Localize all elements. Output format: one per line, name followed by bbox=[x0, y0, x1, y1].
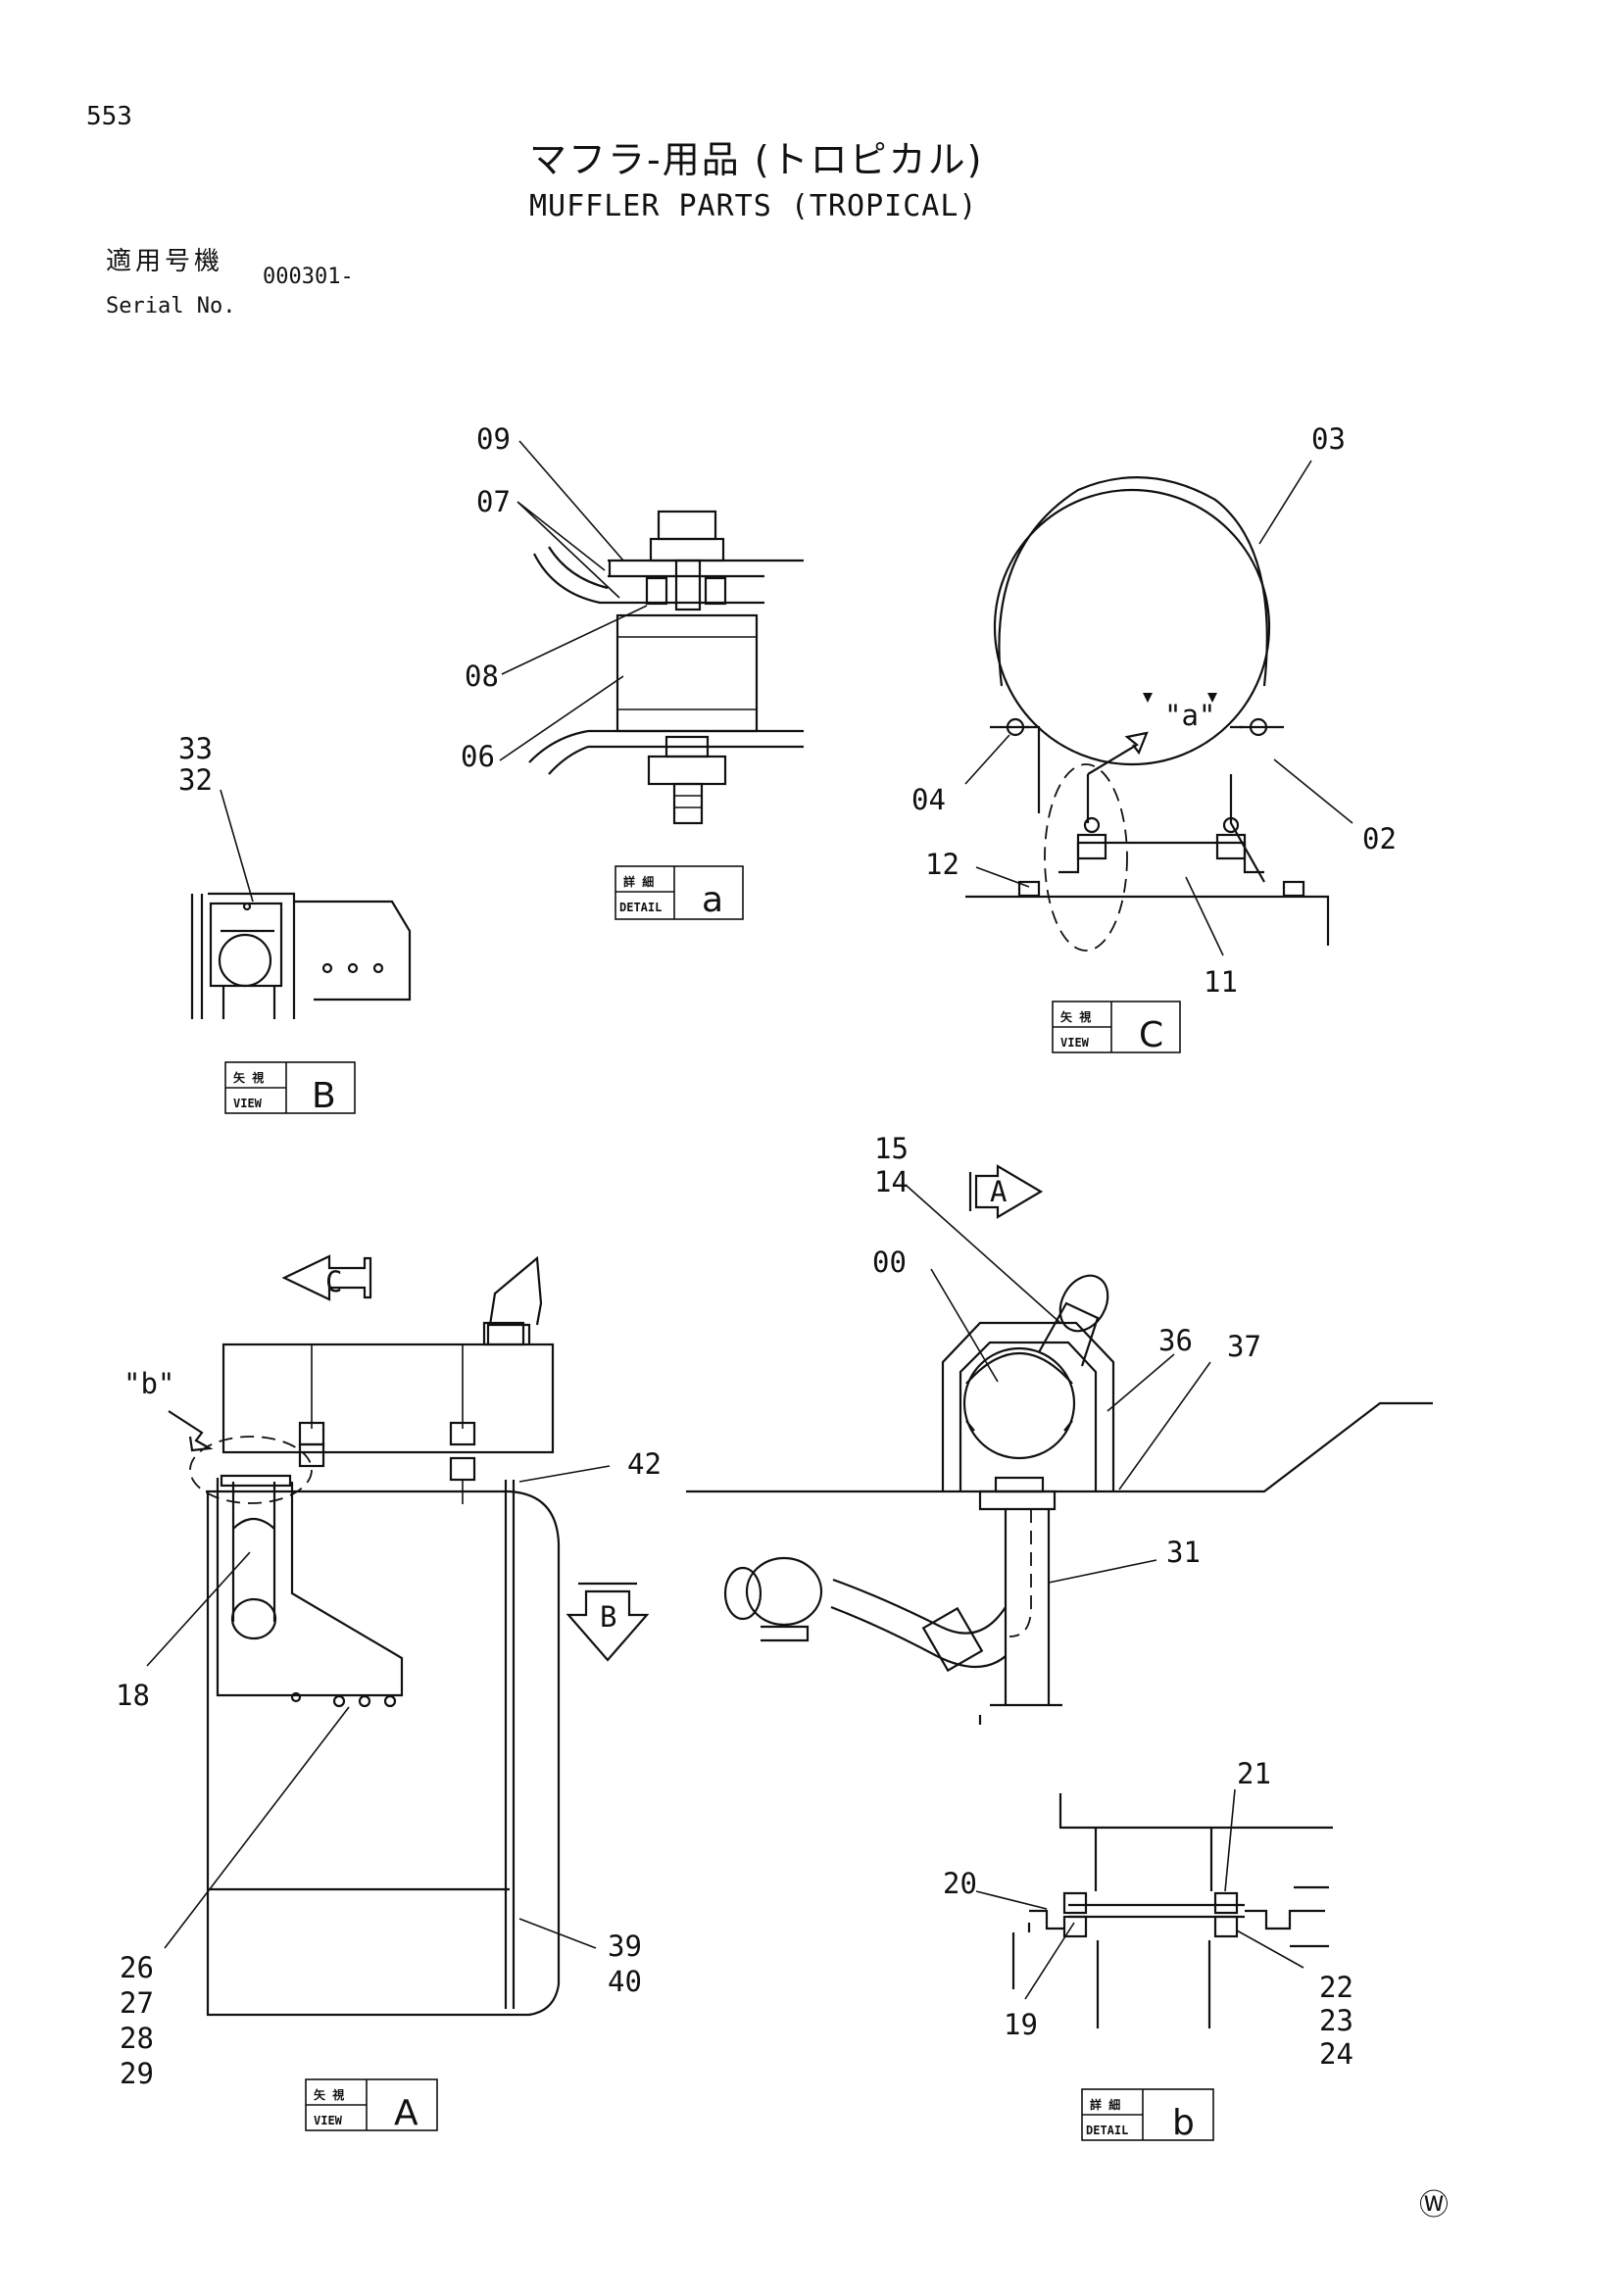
label-box-view-c-jp: 矢 視 bbox=[1060, 1009, 1091, 1024]
title-english: MUFFLER PARTS (TROPICAL) bbox=[529, 189, 978, 223]
callout-22: 22 bbox=[1319, 1971, 1353, 2004]
callout-04: 04 bbox=[911, 783, 946, 816]
callout-12: 12 bbox=[925, 848, 959, 881]
arrow-b bbox=[566, 1582, 650, 1662]
label-box-view-c-en: VIEW bbox=[1060, 1036, 1090, 1050]
callout-20: 20 bbox=[943, 1867, 977, 1900]
callout-labels: 09 07 08 06 03 04 02 12 11 33 32 15 14 0… bbox=[116, 422, 1397, 2090]
serial-value: 000301- bbox=[263, 265, 354, 289]
callout-14: 14 bbox=[874, 1165, 909, 1198]
arrow-c bbox=[281, 1254, 372, 1301]
callout-26: 26 bbox=[120, 1951, 154, 1984]
arrow-a bbox=[968, 1164, 1044, 1219]
label-box-view-a-en: VIEW bbox=[314, 2114, 343, 2127]
label-box-view-a-jp: 矢 視 bbox=[314, 2087, 344, 2102]
callout-02: 02 bbox=[1362, 822, 1397, 855]
label-box-view-a-letter: A bbox=[394, 2093, 418, 2133]
label-box-detail-b-letter: b bbox=[1172, 2103, 1195, 2143]
callout-21: 21 bbox=[1237, 1757, 1271, 1790]
callout-00: 00 bbox=[872, 1246, 907, 1279]
callout-37: 37 bbox=[1227, 1330, 1261, 1363]
label-box-detail-a: 詳 細 DETAIL a bbox=[615, 865, 744, 920]
callout-07: 07 bbox=[476, 485, 511, 518]
detail-b-drawing bbox=[1011, 1793, 1333, 2028]
label-box-view-c: 矢 視 VIEW C bbox=[1052, 1001, 1181, 1055]
label-box-detail-a-jp: 詳 細 bbox=[623, 874, 654, 889]
label-box-view-a: 矢 視 VIEW A bbox=[305, 2078, 438, 2133]
label-box-detail-b: 詳 細 DETAIL b bbox=[1081, 2088, 1214, 2143]
callout-15: 15 bbox=[874, 1132, 909, 1165]
callout-08: 08 bbox=[465, 659, 499, 693]
label-box-view-b-letter: B bbox=[312, 1076, 336, 1116]
callout-23: 23 bbox=[1319, 2004, 1353, 2037]
callout-31: 31 bbox=[1166, 1536, 1201, 1569]
label-box-detail-b-jp: 詳 細 bbox=[1090, 2097, 1120, 2112]
serial-label-japanese: 適用号機 bbox=[106, 247, 224, 276]
label-box-view-c-letter: C bbox=[1139, 1015, 1163, 1055]
view-a-drawing bbox=[168, 1255, 561, 2017]
label-box-detail-a-letter: a bbox=[702, 880, 723, 920]
callout-39: 39 bbox=[608, 1930, 642, 1963]
callout-29: 29 bbox=[120, 2057, 154, 2090]
callout-19: 19 bbox=[1004, 2008, 1038, 2041]
label-box-detail-b-en: DETAIL bbox=[1086, 2124, 1128, 2137]
detail-a-drawing bbox=[528, 510, 804, 825]
callout-09: 09 bbox=[476, 422, 511, 456]
callout-33: 33 bbox=[178, 732, 213, 765]
callout-03: 03 bbox=[1311, 422, 1346, 456]
arrow-a-letter: A bbox=[990, 1175, 1007, 1208]
view-b-drawing bbox=[190, 892, 412, 1019]
callout-11: 11 bbox=[1204, 965, 1238, 999]
main-assembly-drawing bbox=[686, 1274, 1433, 1725]
callout-27: 27 bbox=[120, 1986, 154, 2020]
callout-18: 18 bbox=[116, 1679, 150, 1712]
view-c-drawing bbox=[965, 476, 1330, 952]
page-number: 553 bbox=[86, 102, 132, 131]
title-japanese: マフラ-用品 (トロピカル) bbox=[529, 138, 984, 181]
serial-label-english: Serial No. bbox=[106, 294, 236, 318]
callout-36: 36 bbox=[1158, 1324, 1193, 1357]
callout-06: 06 bbox=[461, 740, 495, 773]
callout-28: 28 bbox=[120, 2022, 154, 2055]
callout-32: 32 bbox=[178, 763, 213, 797]
label-box-view-b-en: VIEW bbox=[233, 1097, 263, 1110]
label-box-view-b: 矢 視 VIEW B bbox=[224, 1061, 356, 1116]
label-box-view-b-jp: 矢 視 bbox=[233, 1070, 264, 1085]
callout-42: 42 bbox=[627, 1447, 662, 1481]
arrow-b-letter: B bbox=[600, 1600, 616, 1634]
arrow-c-letter: C bbox=[325, 1265, 342, 1298]
callout-40: 40 bbox=[608, 1965, 642, 1998]
callout-24: 24 bbox=[1319, 2037, 1353, 2071]
footer-mark: Ⓦ bbox=[1419, 2188, 1449, 2223]
label-box-detail-a-en: DETAIL bbox=[619, 901, 662, 914]
mark-b: "b" bbox=[123, 1367, 174, 1400]
mark-a: "a" bbox=[1164, 699, 1215, 732]
